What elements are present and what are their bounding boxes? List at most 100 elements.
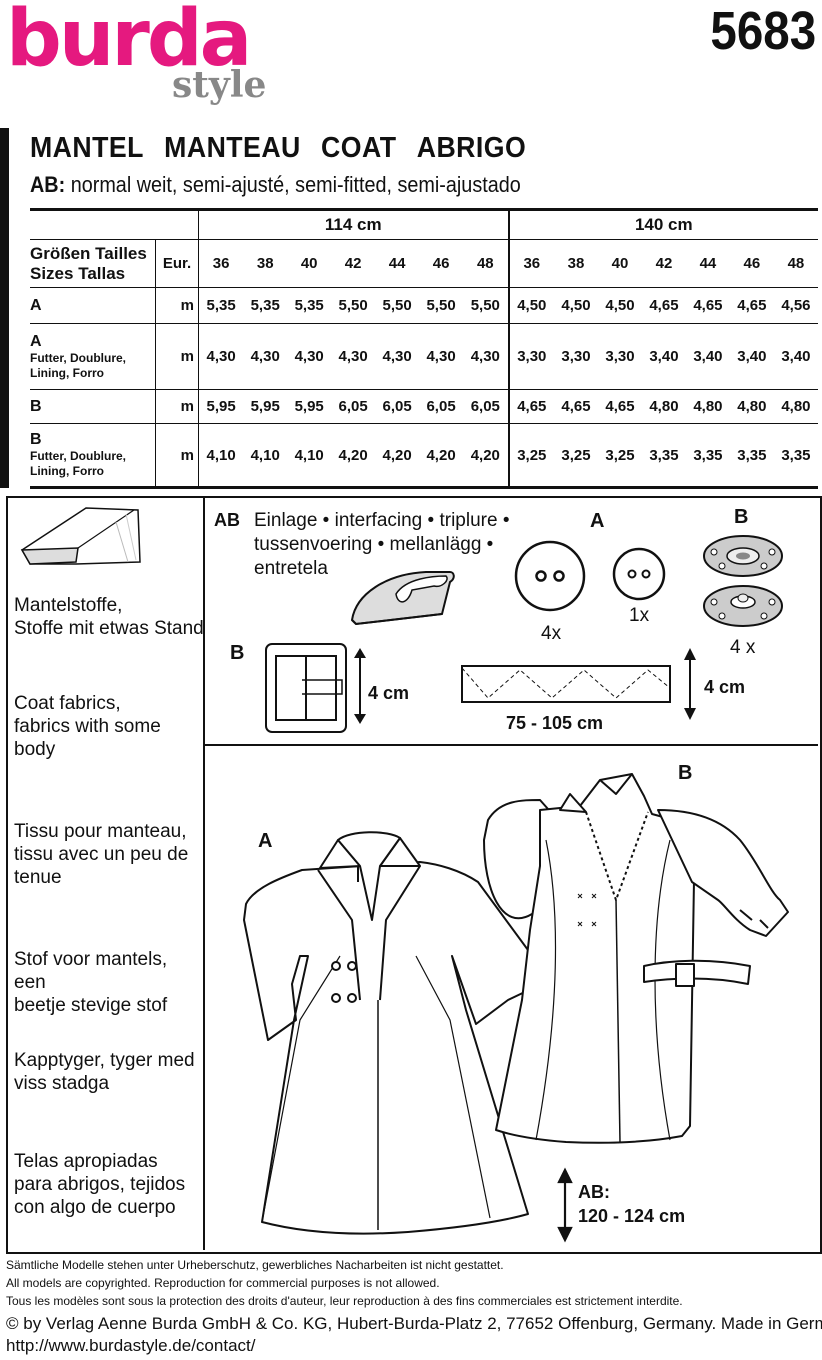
brand-logo: burda bbox=[6, 0, 252, 84]
yardage-cell: 4,80 bbox=[685, 389, 730, 424]
small-button-count: 1x bbox=[629, 605, 650, 626]
copyright-fr: Tous les modèles sont sous la protection… bbox=[6, 1294, 683, 1308]
fit-prefix: AB: bbox=[30, 172, 66, 197]
yardage-cell: 5,95 bbox=[198, 389, 244, 424]
fabric-es: Telas apropiadas para abrigos, tejidos c… bbox=[14, 1151, 186, 1218]
yardage-cell: 4,65 bbox=[685, 287, 730, 324]
interfacing-line3: entretela bbox=[254, 558, 328, 579]
yardage-cell: 6,05 bbox=[331, 389, 376, 424]
size-header: 38 bbox=[554, 239, 598, 288]
yardage-cell: 6,05 bbox=[463, 389, 509, 424]
length-label: AB: bbox=[578, 1182, 610, 1202]
yardage-cell: 3,40 bbox=[773, 323, 818, 390]
belt-length: 75 - 105 cm bbox=[506, 713, 604, 733]
yardage-cell: 5,35 bbox=[287, 287, 332, 324]
yardage-cell: 4,80 bbox=[641, 389, 686, 424]
eur-label: Eur. bbox=[155, 239, 199, 288]
yardage-cell: 5,35 bbox=[198, 287, 244, 324]
title-de: MANTEL bbox=[30, 132, 144, 164]
buckle-icon bbox=[265, 643, 366, 733]
model-b-label: B bbox=[678, 762, 693, 784]
yardage-cell: 4,30 bbox=[375, 323, 420, 390]
yardage-table: 114 cm 140 cm Größen Tailles Sizes Talla… bbox=[30, 208, 818, 489]
fabric-en: Coat fabrics, fabrics with some body bbox=[14, 693, 161, 760]
row-label: A bbox=[30, 287, 156, 324]
fabric-nl: Stof voor mantels, een beetje stevige st… bbox=[14, 949, 168, 1016]
iron-icon bbox=[350, 571, 455, 626]
yardage-cell: 4,10 bbox=[198, 423, 244, 489]
title-en: COAT bbox=[321, 132, 397, 164]
yardage-cell: 4,56 bbox=[773, 287, 818, 324]
unit-cell: m bbox=[155, 423, 199, 489]
unit-cell: m bbox=[155, 389, 199, 424]
brand-logo-sub: style bbox=[172, 64, 267, 106]
yardage-cell: 3,35 bbox=[685, 423, 730, 489]
yardage-cell: 5,50 bbox=[331, 287, 376, 324]
yardage-cell: 3,30 bbox=[554, 323, 598, 390]
yardage-cell: 5,50 bbox=[375, 287, 420, 324]
yardage-cell: 4,65 bbox=[554, 389, 598, 424]
fabric-de: Mantelstoffe, Stoffe mit etwas Stand bbox=[14, 595, 204, 639]
yardage-cell: 6,05 bbox=[419, 389, 464, 424]
side-bar bbox=[0, 128, 9, 488]
buckle-size: 4 cm bbox=[368, 683, 410, 703]
yardage-cell: 4,65 bbox=[641, 287, 686, 324]
yardage-cell: 3,40 bbox=[641, 323, 686, 390]
size-header: 40 bbox=[287, 239, 332, 288]
pattern-number: 5683 bbox=[710, 1, 816, 61]
yardage-cell: 4,20 bbox=[463, 423, 509, 489]
info-frame bbox=[6, 496, 822, 1254]
unit-cell: m bbox=[155, 287, 199, 324]
yardage-cell: 5,95 bbox=[243, 389, 288, 424]
yardage-cell: 4,30 bbox=[287, 323, 332, 390]
yardage-cell: 4,20 bbox=[331, 423, 376, 489]
snaps-icon bbox=[703, 535, 783, 627]
size-header: 44 bbox=[685, 239, 730, 288]
yardage-cell: 3,35 bbox=[773, 423, 818, 489]
fit-text: normal weit, semi-ajusté, semi-fitted, s… bbox=[65, 172, 521, 197]
coat-illustrations bbox=[243, 773, 789, 1243]
copyright-en: All models are copyrighted. Reproduction… bbox=[6, 1276, 440, 1290]
yardage-cell: 4,80 bbox=[729, 389, 774, 424]
row-label-sub: Futter, Doublure, bbox=[30, 350, 126, 365]
yardage-cell: 3,25 bbox=[507, 423, 555, 489]
yardage-cell: 4,65 bbox=[598, 389, 642, 424]
size-header: 36 bbox=[507, 239, 555, 288]
row-label-letter: B bbox=[30, 397, 42, 415]
interfacing-line2: tussenvoering • mellanlägg • bbox=[254, 534, 494, 555]
row-label-sub: Lining, Forro bbox=[30, 365, 104, 380]
yardage-cell: 4,30 bbox=[198, 323, 244, 390]
notions-ab-label: AB bbox=[214, 510, 240, 530]
length-value: 120 - 124 cm bbox=[578, 1206, 686, 1226]
yardage-cell: 6,05 bbox=[375, 389, 420, 424]
yardage-cell: 4,80 bbox=[773, 389, 818, 424]
belt-size: 4 cm bbox=[704, 677, 746, 697]
fabric-sv: Kapptyger, tyger med viss stadga bbox=[14, 1050, 195, 1094]
yardage-cell: 3,40 bbox=[685, 323, 730, 390]
row-label-letter: A bbox=[30, 296, 42, 314]
yardage-cell: 4,20 bbox=[375, 423, 420, 489]
yardage-cell: 4,50 bbox=[598, 287, 642, 324]
length-arrow bbox=[557, 1167, 573, 1243]
yardage-cell: 3,25 bbox=[554, 423, 598, 489]
yardage-cell: 4,30 bbox=[243, 323, 288, 390]
size-header: 36 bbox=[198, 239, 244, 288]
yardage-cell: 3,30 bbox=[598, 323, 642, 390]
yardage-cell: 4,10 bbox=[287, 423, 332, 489]
yardage-cell: 5,95 bbox=[287, 389, 332, 424]
size-header: 42 bbox=[641, 239, 686, 288]
row-label-letter: B bbox=[30, 431, 42, 448]
yardage-cell: 5,50 bbox=[463, 287, 509, 324]
title-es: ABRIGO bbox=[416, 132, 527, 164]
yardage-cell: 4,10 bbox=[243, 423, 288, 489]
contact-url[interactable]: http://www.burdastyle.de/contact/ bbox=[6, 1336, 256, 1355]
row-label-letter: A bbox=[30, 332, 42, 350]
row-label: B bbox=[30, 389, 156, 424]
interfacing-line1: Einlage • interfacing • triplure • bbox=[254, 510, 510, 531]
size-header: 38 bbox=[243, 239, 288, 288]
fit-description: AB: normal weit, semi-ajusté, semi-fitte… bbox=[30, 172, 521, 198]
